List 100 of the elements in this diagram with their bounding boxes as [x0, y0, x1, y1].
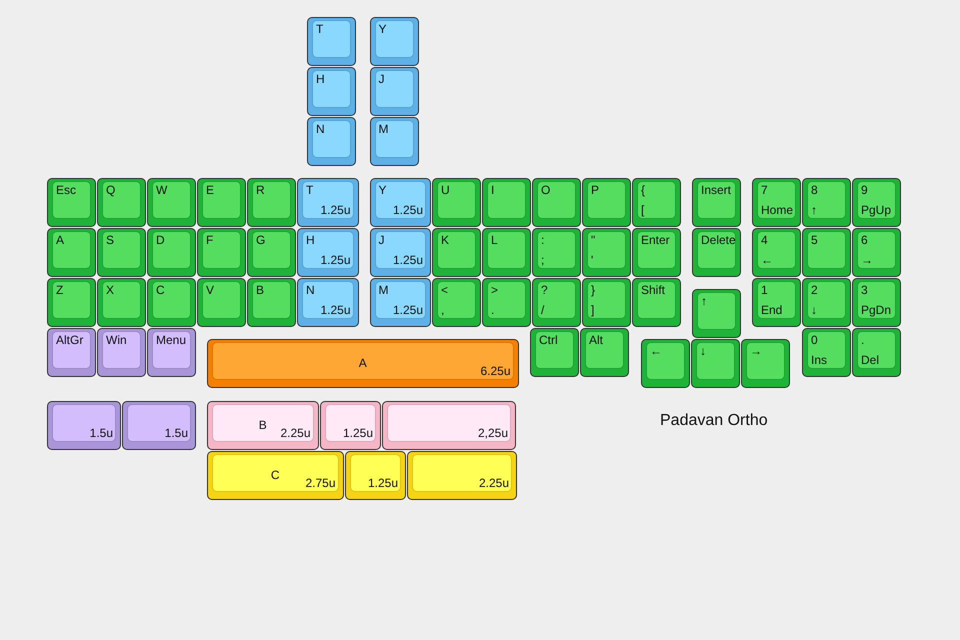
key-legend: ; [541, 254, 544, 267]
key-legend: V [206, 284, 214, 297]
key-size-label: 1.25u [320, 304, 350, 317]
key-legend: Ins [811, 354, 828, 367]
key-size-label: 1.25u [320, 254, 350, 267]
keycap [370, 228, 431, 277]
key-legend: R [256, 184, 265, 197]
key-legend: X [106, 284, 114, 297]
keycap [530, 328, 579, 377]
key-legend: T [316, 23, 324, 36]
keycap [47, 401, 121, 450]
key-size-label: 1.25u [320, 204, 350, 217]
keycap [97, 278, 146, 327]
key-legend: 2 [811, 284, 818, 297]
key-legend: < [441, 284, 448, 297]
keycap [741, 339, 790, 388]
keycap [802, 328, 851, 377]
key-legend: → [861, 254, 873, 267]
key-legend: , [441, 304, 444, 317]
key-legend: 8 [811, 184, 818, 197]
keycap [320, 401, 381, 450]
key-legend: I [491, 184, 494, 197]
key-size-label: 2.75u [305, 477, 336, 490]
keycap [147, 228, 196, 277]
keycap [852, 228, 901, 277]
key-size-label: 1.5u [90, 427, 113, 440]
keycap [852, 278, 901, 327]
key-legend: Win [106, 334, 127, 347]
keycap [370, 17, 418, 66]
key-legend: ↓ [811, 304, 817, 317]
keycap [641, 339, 690, 388]
key-legend: Y [378, 184, 387, 197]
keycap [297, 278, 358, 327]
key-legend: L [491, 234, 498, 247]
key-legend: 9 [861, 184, 868, 197]
key-size-label: 1.25u [368, 477, 398, 490]
key-legend: H [306, 234, 315, 247]
key-legend: N [306, 284, 315, 297]
key-legend: " [591, 234, 596, 247]
keycap [582, 278, 631, 327]
keycap [802, 228, 851, 277]
key-size-label: 1.25u [392, 304, 423, 317]
keycap [207, 339, 518, 388]
key-legend: T [306, 184, 314, 197]
keycap [297, 228, 358, 277]
key-legend: ? [541, 284, 548, 297]
keycap [532, 278, 581, 327]
key-legend: J [378, 234, 384, 247]
keycap [47, 178, 96, 227]
keycap [632, 228, 681, 277]
key-size-label: 1.5u [164, 427, 188, 440]
key-legend: Shift [641, 284, 666, 297]
keycap [692, 178, 741, 227]
keycap [147, 178, 196, 227]
key-legend: 3 [861, 284, 868, 297]
key-legend: PgUp [861, 204, 892, 217]
key-legend: Del [861, 354, 880, 367]
key-legend: End [761, 304, 782, 317]
key-size-label: 2.25u [280, 427, 310, 440]
key-size-label: 2,25u [478, 427, 508, 440]
key-legend: A [358, 357, 367, 370]
key-legend: AltGr [56, 334, 84, 347]
keycap [307, 17, 356, 66]
keycap [307, 117, 356, 166]
key-legend: { [641, 184, 646, 197]
keycap [632, 178, 681, 227]
keycap [97, 228, 146, 277]
keycap [752, 178, 801, 227]
keycap [582, 178, 631, 227]
keycap [147, 278, 196, 327]
key-legend: C [156, 284, 165, 297]
keycap [197, 178, 246, 227]
key-legend: Enter [641, 234, 670, 247]
key-legend: G [256, 234, 266, 247]
key-legend: ' [591, 254, 594, 267]
keycap [47, 278, 96, 327]
key-legend: B [256, 284, 264, 297]
key-legend: [ [641, 204, 644, 217]
keycap [432, 278, 481, 327]
keycap [432, 228, 481, 277]
key-legend: Esc [56, 184, 76, 197]
key-legend: Q [106, 184, 116, 197]
key-legend: E [206, 184, 214, 197]
keycap [432, 178, 481, 227]
keycap [370, 117, 418, 166]
key-legend: 0 [811, 334, 818, 347]
key-legend: ] [591, 304, 594, 317]
key-size-label: 1.25u [342, 427, 373, 440]
keycap [580, 328, 629, 377]
key-size-label: 1.25u [392, 254, 423, 267]
keycap [691, 339, 740, 388]
key-legend: Alt [589, 334, 604, 347]
key-size-label: 1.25u [392, 204, 423, 217]
key-legend: M [378, 284, 388, 297]
key-legend: ↑ [701, 295, 707, 308]
key-legend: Menu [156, 334, 186, 347]
key-legend: N [316, 123, 325, 136]
keycap [97, 328, 146, 377]
key-legend: : [541, 234, 544, 247]
key-legend: J [378, 73, 384, 86]
